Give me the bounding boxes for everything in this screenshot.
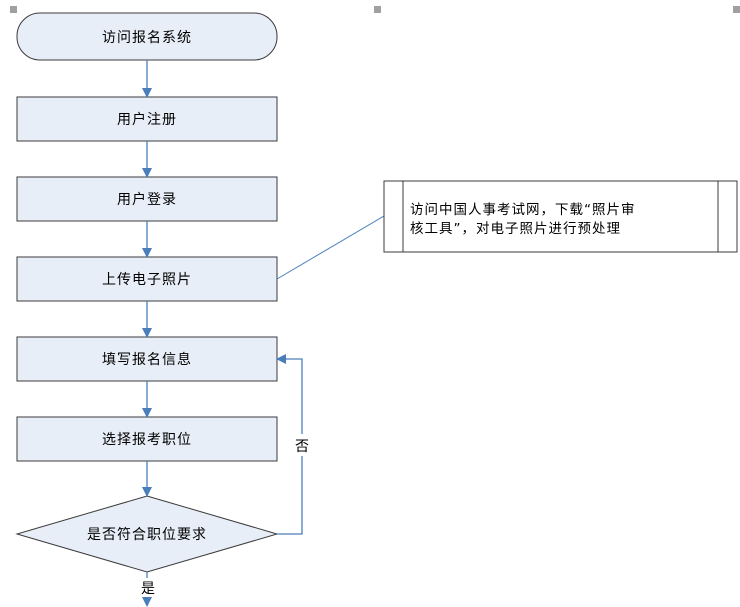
decision-node-label: 是否符合职位要求: [87, 527, 207, 543]
login-node-label: 用户登录: [117, 191, 177, 208]
login-node: 用户登录: [16, 176, 278, 222]
decision-node: 是否符合职位要求: [15, 495, 279, 573]
selection-handle-top-middle: [374, 6, 381, 13]
upload-photo-node: 上传电子照片: [16, 256, 278, 302]
register-node-shape: [16, 96, 278, 142]
edge-label-yes: 是: [141, 581, 155, 597]
start-node-label: 访问报名系统: [102, 30, 192, 46]
annotation-note-line-2: 核工具”，对电子照片进行预处理: [410, 221, 621, 237]
note-connector-line: [276, 215, 385, 280]
register-node: 用户注册: [16, 96, 278, 142]
select-position-node-label: 选择报考职位: [102, 432, 192, 448]
annotation-note-box: [383, 180, 738, 253]
edge-label-no-background: [292, 434, 312, 456]
selection-handle-top-left: [10, 6, 17, 13]
upload-photo-node-label: 上传电子照片: [102, 272, 192, 288]
upload-photo-node-shape: [16, 256, 278, 302]
annotation-note: 访问中国人事考试网，下载“照片审 核工具”，对电子照片进行预处理: [383, 180, 738, 253]
edge-label-yes-background: [137, 578, 157, 597]
register-node-label: 用户注册: [117, 111, 177, 128]
start-node: 访问报名系统: [16, 12, 278, 61]
fill-info-node-label: 填写报名信息: [102, 351, 192, 368]
selection-handle-top-right: [733, 6, 740, 13]
fill-info-node: 填写报名信息: [16, 336, 278, 382]
annotation-note-line-1: 访问中国人事考试网，下载“照片审: [410, 202, 636, 218]
select-position-node: 选择报考职位: [16, 416, 278, 462]
edge-label-no: 否: [295, 439, 309, 455]
